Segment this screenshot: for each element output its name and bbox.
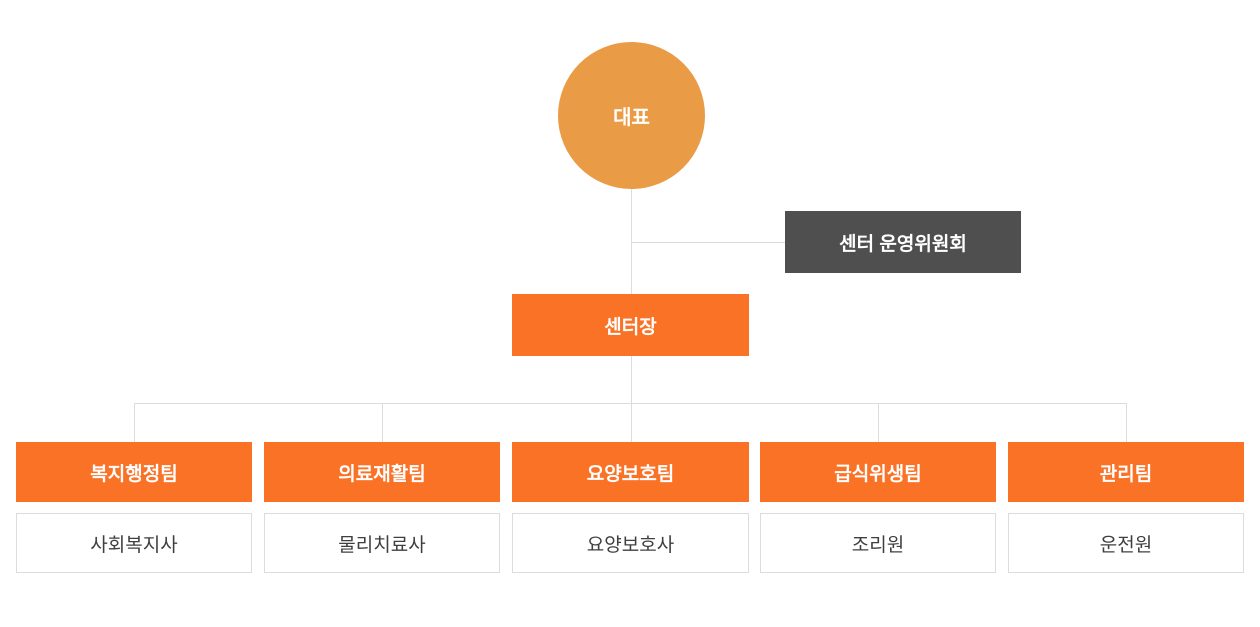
member-node-label: 사회복지사	[90, 534, 178, 556]
connector-root-to-director	[631, 188, 632, 294]
member-node-label: 물리치료사	[338, 534, 426, 556]
member-node-label: 요양보호사	[586, 534, 675, 556]
director-node-label: 센터장	[604, 316, 657, 338]
team-node-4: 급식위생팀	[760, 442, 996, 502]
root-node-label: 대표	[613, 107, 650, 129]
team-node-1: 복지행정팀	[16, 442, 252, 502]
director-node: 센터장	[512, 294, 749, 356]
team-column-3: 요양보호팀 요양보호사	[512, 442, 749, 573]
team-node-label: 요양보호팀	[586, 463, 675, 485]
connector-drop-team-2	[382, 403, 383, 442]
connector-teams-bus	[134, 403, 1126, 404]
team-node-label: 관리팀	[1099, 463, 1153, 485]
connector-director-to-bus	[631, 356, 632, 442]
team-node-3: 요양보호팀	[512, 442, 749, 502]
member-node-5: 운전원	[1008, 513, 1244, 573]
team-node-label: 급식위생팀	[834, 463, 922, 485]
root-node-ceo: 대표	[558, 42, 705, 189]
team-node-2: 의료재활팀	[264, 442, 500, 502]
member-node-4: 조리원	[760, 513, 996, 573]
committee-node: 센터 운영위원회	[785, 211, 1021, 273]
team-node-label: 의료재활팀	[338, 463, 426, 485]
team-node-label: 복지행정팀	[90, 463, 178, 485]
member-node-3: 요양보호사	[512, 513, 749, 573]
connector-drop-team-1	[134, 403, 135, 442]
committee-node-label: 센터 운영위원회	[839, 233, 967, 255]
member-node-2: 물리치료사	[264, 513, 500, 573]
team-column-5: 관리팀 운전원	[1008, 442, 1244, 573]
team-node-5: 관리팀	[1008, 442, 1244, 502]
member-node-label: 운전원	[1099, 534, 1153, 556]
team-column-2: 의료재활팀 물리치료사	[264, 442, 500, 573]
connector-drop-team-5	[1126, 403, 1127, 442]
member-node-label: 조리원	[851, 534, 905, 556]
member-node-1: 사회복지사	[16, 513, 252, 573]
connector-to-committee	[631, 242, 785, 243]
team-column-1: 복지행정팀 사회복지사	[16, 442, 252, 573]
team-column-4: 급식위생팀 조리원	[760, 442, 996, 573]
connector-drop-team-4	[878, 403, 879, 442]
